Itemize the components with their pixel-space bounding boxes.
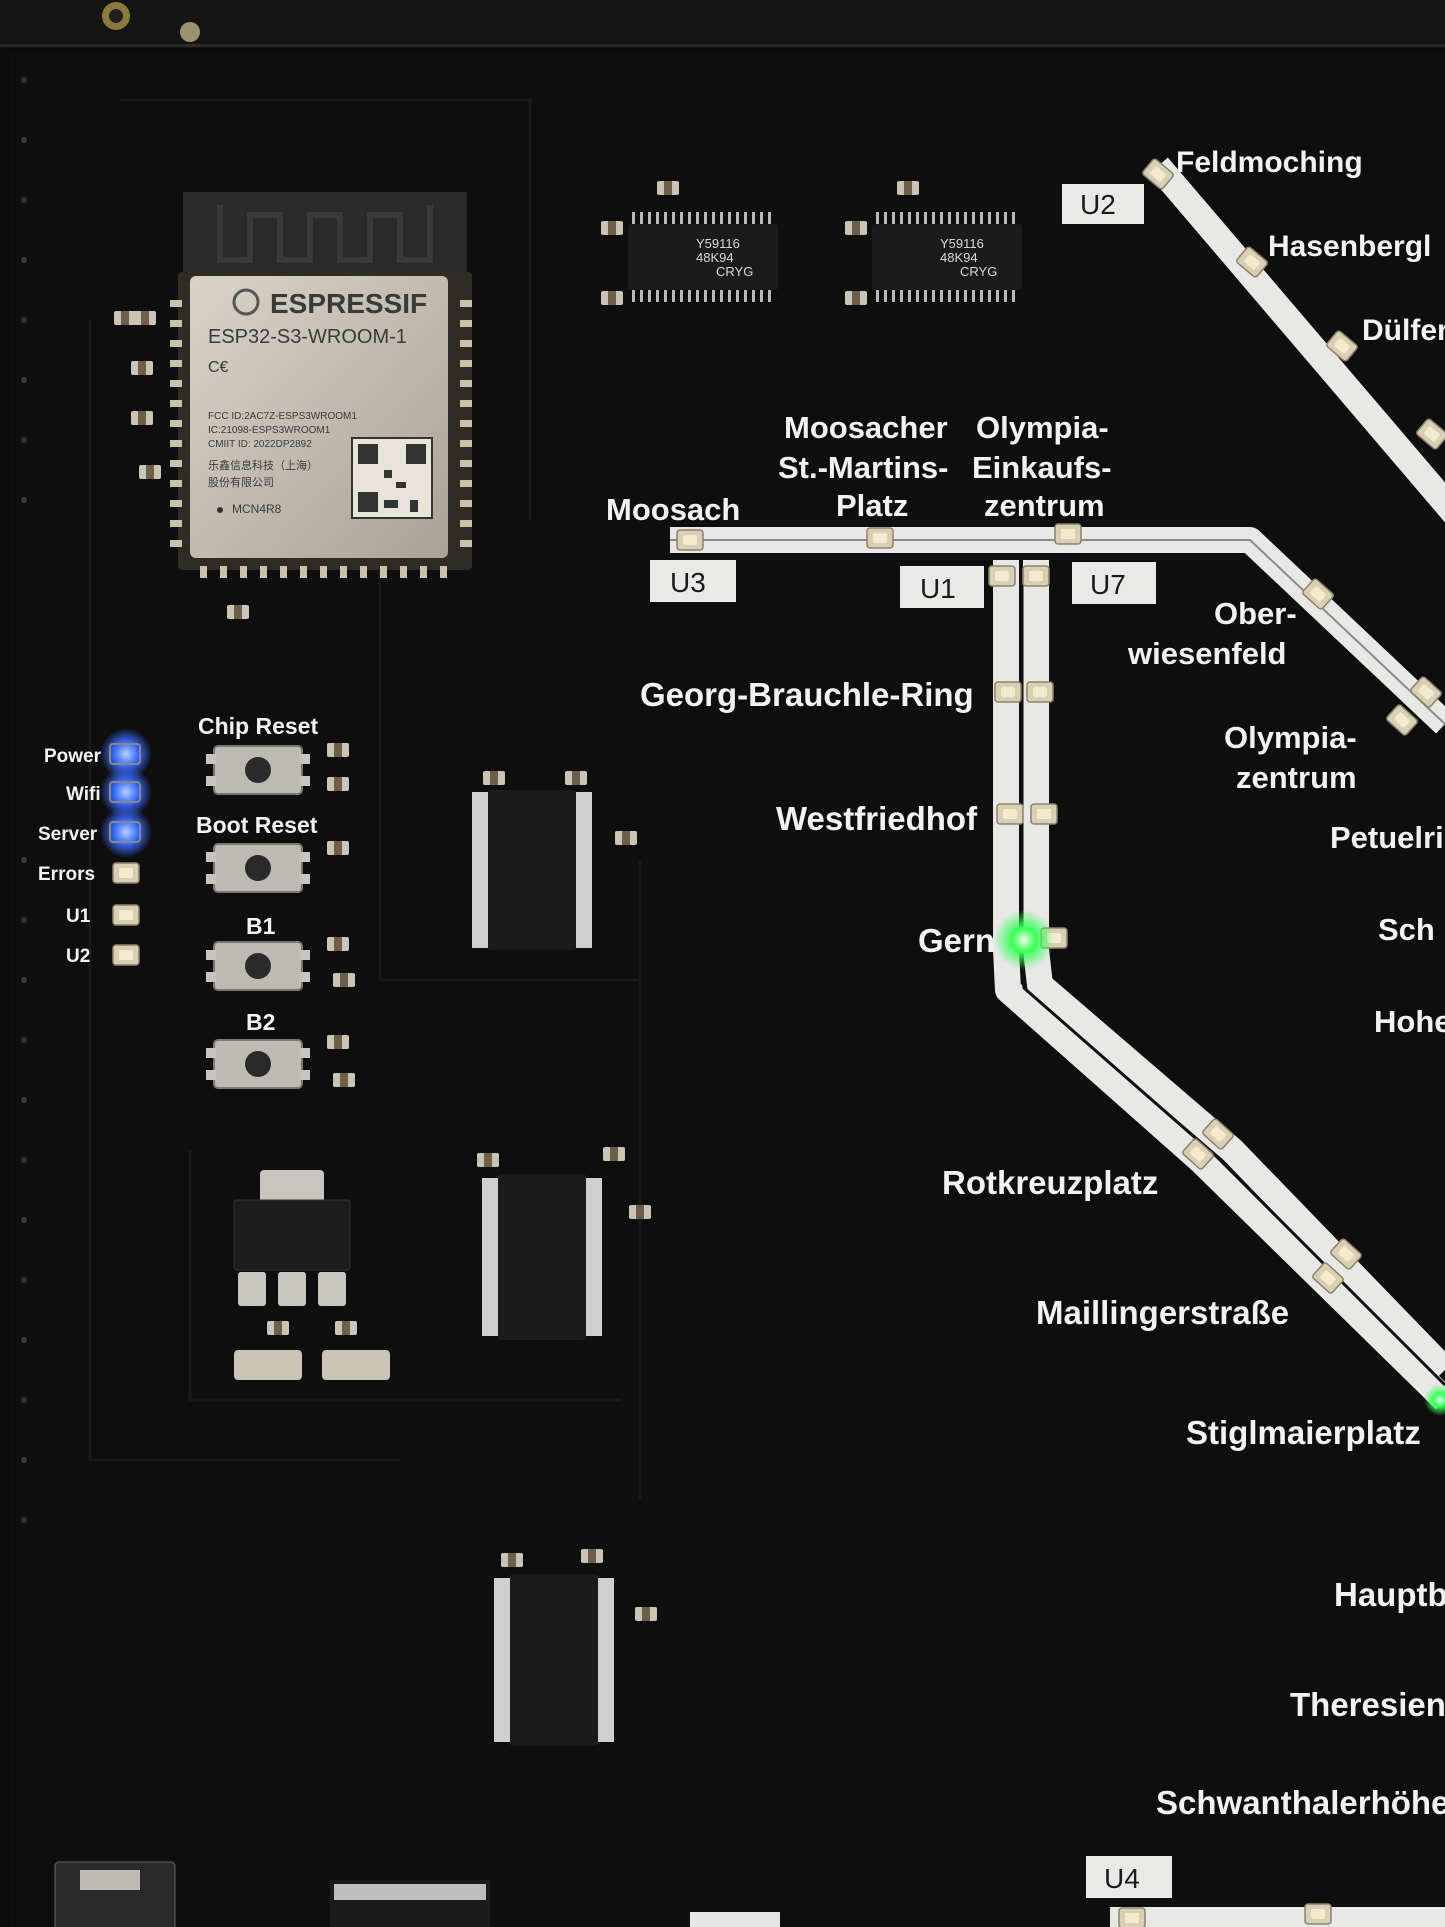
voltage-regulator: [233, 1170, 351, 1306]
svg-text:Boot Reset: Boot Reset: [196, 812, 318, 838]
status-led-wifi: Wifi: [66, 766, 152, 818]
station-oberwiesenfeld-1: Ober-: [1214, 596, 1297, 631]
station-gern: Gern: [918, 922, 995, 959]
module-cmiit: CMIIT ID: 2022DP2892: [208, 439, 312, 450]
station-westfriedhof: Westfriedhof: [776, 800, 978, 837]
svg-text:CRYG: CRYG: [960, 264, 997, 279]
boot-reset-button[interactable]: Boot Reset: [196, 812, 318, 893]
status-led-u1: U1: [66, 904, 140, 927]
svg-text:C€: C€: [208, 359, 229, 376]
module-model: ESP32-S3-WROOM-1: [208, 326, 407, 348]
driver-chip-1: Y59116 48K94 CRYG: [628, 212, 778, 302]
station-theresienwiese: Theresienw: [1290, 1686, 1445, 1723]
svg-text:Y59116: Y59116: [696, 236, 740, 251]
svg-text:B2: B2: [246, 1009, 275, 1035]
svg-text:U7: U7: [1090, 569, 1126, 600]
esp32-module: ESPRESSIF ESP32-S3-WROOM-1 C€ FCC ID:2AC…: [170, 192, 472, 578]
module-part: MCN4R8: [232, 502, 282, 516]
svg-text:U2: U2: [66, 946, 90, 967]
power-led-glow: [100, 728, 152, 780]
station-hauptbahnhof: Hauptb: [1334, 1576, 1445, 1613]
module-maker-2: 股份有限公司: [208, 475, 274, 489]
svg-text:Server: Server: [38, 824, 98, 845]
station-georg-brauchle-ring: Georg-Brauchle-Ring: [640, 676, 974, 713]
gern-led-active: [994, 910, 1054, 970]
shift-register-3: [494, 1574, 614, 1746]
station-duelfer: Dülfer: [1362, 314, 1445, 347]
station-moosacher-2: St.-Martins-: [778, 450, 949, 485]
status-led-power: Power: [44, 728, 152, 780]
station-schwanthalerhoehe: Schwanthalerhöhe: [1156, 1784, 1445, 1821]
line-badge-u7: U7: [1072, 562, 1156, 604]
station-maillingerstrasse: Maillingerstraße: [1036, 1294, 1289, 1331]
svg-text:Wifi: Wifi: [66, 784, 101, 805]
station-rotkreuzplatz: Rotkreuzplatz: [942, 1164, 1158, 1201]
b1-button[interactable]: B1: [205, 913, 311, 991]
module-maker: 乐鑫信息科技（上海）: [208, 458, 318, 472]
module-fcc: FCC ID:2AC7Z-ESPS3WROOM1: [208, 411, 357, 422]
station-feldmoching: Feldmoching: [1176, 146, 1363, 179]
svg-text:U3: U3: [670, 567, 706, 598]
status-led-server: Server: [38, 806, 152, 858]
svg-text:U1: U1: [920, 573, 956, 604]
b2-button[interactable]: B2: [205, 1009, 311, 1089]
shift-register-1: [472, 790, 592, 950]
station-petuelring: Petuelri: [1330, 820, 1444, 855]
line-badge-u2: U2: [1062, 184, 1144, 224]
station-moosacher-1: Moosacher: [784, 410, 948, 445]
station-oez-2: Einkaufs-: [972, 450, 1112, 485]
station-olympiazentrum-1: Olympia-: [1224, 720, 1357, 755]
svg-text:Power: Power: [44, 746, 102, 767]
module-ic: IC:21098-ESPS3WROOM1: [208, 425, 331, 436]
svg-text:U2: U2: [1080, 189, 1116, 220]
station-leds: [676, 157, 1445, 1927]
station-oberwiesenfeld-2: wiesenfeld: [1127, 636, 1287, 671]
svg-text:48K94: 48K94: [696, 250, 734, 265]
line-badge-u4: U4: [1086, 1856, 1172, 1898]
driver-chip-2: Y59116 48K94 CRYG: [872, 212, 1022, 302]
svg-text:Chip Reset: Chip Reset: [198, 713, 318, 739]
svg-text:U1: U1: [66, 906, 91, 927]
station-oez-3: zentrum: [984, 488, 1105, 523]
station-hohe: Hohe: [1374, 1004, 1445, 1039]
station-sch: Sch: [1378, 912, 1435, 947]
svg-text:48K94: 48K94: [940, 250, 978, 265]
status-led-errors: Errors: [38, 862, 140, 885]
station-moosach: Moosach: [606, 492, 740, 527]
line-badge-u3: U3: [650, 560, 736, 602]
svg-text:Y59116: Y59116: [940, 236, 984, 251]
status-led-u2: U2: [66, 944, 140, 967]
svg-text:B1: B1: [246, 913, 276, 939]
station-hasenbergl: Hasenbergl: [1268, 230, 1431, 263]
status-led-panel: Power Wifi Server Errors U1 U2: [38, 728, 152, 967]
station-stiglmaierplatz: Stiglmaierplatz: [1186, 1414, 1421, 1451]
station-oez-1: Olympia-: [976, 410, 1109, 445]
station-labels: Feldmoching Hasenbergl Dülfer Moosach Mo…: [606, 146, 1445, 1821]
svg-text:CRYG: CRYG: [716, 264, 753, 279]
station-moosacher-3: Platz: [836, 488, 908, 523]
svg-text:Errors: Errors: [38, 864, 95, 885]
station-olympiazentrum-2: zentrum: [1236, 760, 1357, 795]
module-brand: ESPRESSIF: [270, 288, 427, 319]
svg-text:U4: U4: [1104, 1863, 1140, 1894]
chip-reset-button[interactable]: Chip Reset: [198, 713, 318, 795]
line-badge-u1: U1: [900, 566, 984, 608]
shift-register-2: [482, 1174, 602, 1340]
